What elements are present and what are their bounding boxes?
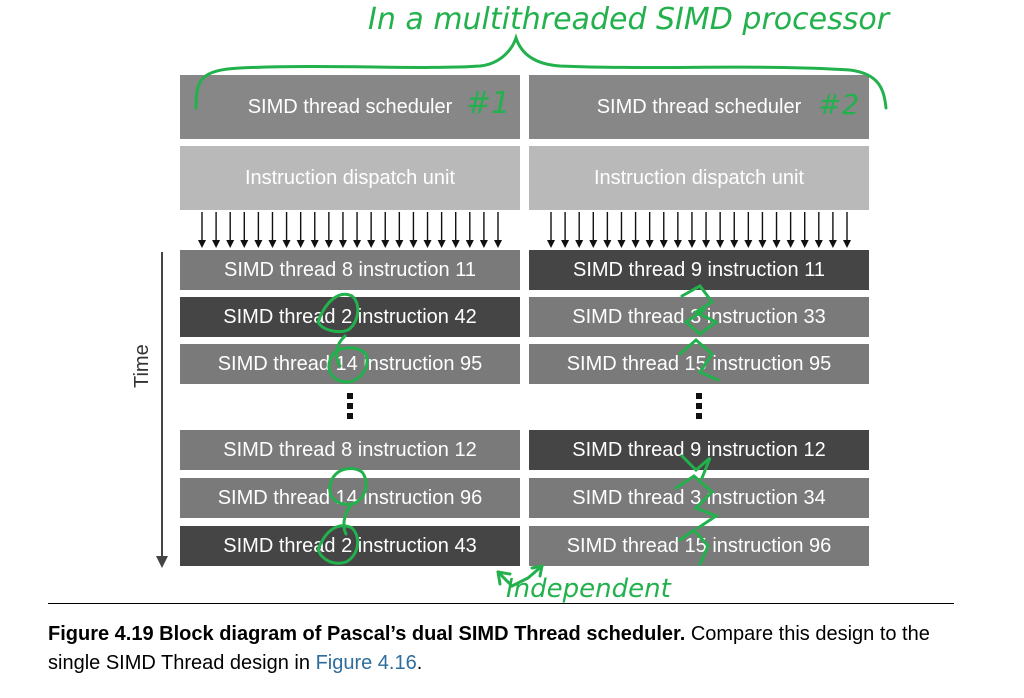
left-row-3: SIMD thread 14 instruction 95 — [180, 344, 520, 384]
left-ellipsis — [347, 393, 353, 423]
right-row-3: SIMD thread 15 instruction 95 — [529, 344, 869, 384]
right-scheduler-label: SIMD thread scheduler — [596, 95, 802, 118]
left-scheduler-mark: #1 — [466, 86, 511, 121]
dispatch-arrowhead — [465, 240, 474, 248]
dispatch-arrowhead — [310, 240, 319, 248]
dispatch-arrowhead — [494, 240, 502, 248]
dispatch-arrowhead — [744, 240, 753, 248]
right-scheduler: SIMD thread scheduler — [529, 75, 869, 139]
left-row-5: SIMD thread 14 instruction 96 — [180, 478, 520, 518]
figure-link[interactable]: Figure 4.16 — [315, 652, 417, 674]
right-row-1-label: SIMD thread 9 instruction 11 — [573, 258, 825, 281]
dispatch-arrowhead — [716, 240, 725, 248]
figure-number: Figure 4.19 — [48, 623, 154, 645]
dispatch-arrowhead — [645, 240, 654, 248]
annotation-bottom: Independent — [506, 574, 671, 604]
right-row-2-label: SIMD thread 3 instruction 33 — [572, 305, 826, 328]
dispatch-arrowhead — [268, 240, 277, 248]
right-row-4: SIMD thread 9 instruction 12 — [529, 430, 869, 470]
right-scheduler-mark: #2 — [818, 88, 860, 121]
dispatch-arrowhead — [673, 240, 682, 248]
dispatch-arrowhead — [338, 240, 347, 248]
left-row-2-label: SIMD thread 2 instruction 42 — [223, 305, 477, 328]
figure-title: Block diagram of Pascal’s dual SIMD Thre… — [159, 623, 686, 645]
right-row-1: SIMD thread 9 instruction 11 — [529, 250, 869, 290]
left-row-1-label: SIMD thread 8 instruction 11 — [224, 258, 476, 281]
dispatch-arrowhead — [437, 240, 446, 248]
independent-double-arrow — [496, 564, 544, 588]
dispatch-arrowhead — [479, 240, 488, 248]
dispatch-arrowhead — [730, 240, 739, 248]
caption-end: . — [416, 652, 423, 674]
right-ellipsis — [696, 393, 702, 423]
left-dispatch-unit: Instruction dispatch unit — [180, 146, 520, 210]
dispatch-arrowhead — [786, 240, 795, 248]
figure-caption: Figure 4.19 Block diagram of Pascal’s du… — [48, 620, 958, 678]
left-row-6-label: SIMD thread 2 instruction 43 — [223, 534, 477, 557]
dispatch-arrowhead — [254, 240, 263, 248]
dispatch-arrowhead — [800, 240, 809, 248]
dispatch-arrowhead — [282, 240, 291, 248]
caption-rule — [48, 603, 954, 604]
handwritten-bracket — [194, 33, 888, 110]
time-axis-arrowhead — [156, 556, 168, 568]
dispatch-arrowhead — [814, 240, 823, 248]
dispatch-arrowhead — [561, 240, 570, 248]
annotation-top: In a multithreaded SIMD processor — [368, 2, 890, 37]
dispatch-arrowhead — [381, 240, 390, 248]
caption-text: Compare this design to the single SIMD T… — [48, 623, 930, 674]
dispatch-arrowhead — [423, 240, 432, 248]
right-row-2: SIMD thread 3 instruction 33 — [529, 297, 869, 337]
right-row-5-label: SIMD thread 3 instruction 34 — [572, 486, 826, 509]
right-thread-marks — [674, 284, 720, 566]
left-scheduler-label: SIMD thread scheduler — [247, 95, 453, 118]
dispatch-arrowhead — [395, 240, 404, 248]
dispatch-arrowhead — [324, 240, 333, 248]
right-row-6: SIMD thread 15 instruction 96 — [529, 526, 869, 566]
dispatch-arrowhead — [843, 240, 851, 248]
dispatch-arrowhead — [617, 240, 626, 248]
left-dispatch-label: Instruction dispatch unit — [244, 166, 456, 189]
left-scheduler: SIMD thread scheduler — [180, 75, 520, 139]
left-row-3-label: SIMD thread 14 instruction 95 — [217, 352, 483, 375]
dispatch-arrowhead — [409, 240, 418, 248]
right-row-5: SIMD thread 3 instruction 34 — [529, 478, 869, 518]
dispatch-arrowhead — [451, 240, 460, 248]
dispatch-arrowhead — [240, 240, 249, 248]
dispatch-arrowhead — [631, 240, 640, 248]
dispatch-arrowhead — [659, 240, 668, 248]
left-row-1: SIMD thread 8 instruction 11 — [180, 250, 520, 290]
dispatch-arrowhead — [367, 240, 376, 248]
right-dispatch-label: Instruction dispatch unit — [593, 166, 805, 189]
dispatch-arrowhead — [758, 240, 767, 248]
dispatch-arrowhead — [226, 240, 235, 248]
left-row-4-label: SIMD thread 8 instruction 12 — [223, 438, 477, 461]
dispatch-arrowhead — [353, 240, 362, 248]
dispatch-arrowhead — [296, 240, 305, 248]
left-row-5-label: SIMD thread 14 instruction 96 — [217, 486, 483, 509]
left-row-6: SIMD thread 2 instruction 43 — [180, 526, 520, 566]
dispatch-arrowhead — [702, 240, 711, 248]
right-dispatch-unit: Instruction dispatch unit — [529, 146, 869, 210]
dispatch-arrowhead — [828, 240, 837, 248]
dispatch-arrowhead — [603, 240, 612, 248]
right-row-6-label: SIMD thread 15 instruction 96 — [566, 534, 832, 557]
right-row-4-label: SIMD thread 9 instruction 12 — [572, 438, 826, 461]
dispatch-arrowhead — [547, 240, 555, 248]
right-row-3-label: SIMD thread 15 instruction 95 — [566, 352, 832, 375]
left-row-4: SIMD thread 8 instruction 12 — [180, 430, 520, 470]
dispatch-arrowhead — [589, 240, 598, 248]
left-thread-circles — [316, 292, 369, 565]
dispatch-arrows — [198, 212, 851, 248]
dispatch-arrowhead — [575, 240, 584, 248]
dispatch-arrowhead — [212, 240, 221, 248]
dispatch-arrowhead — [772, 240, 781, 248]
dispatch-arrowhead — [198, 240, 206, 248]
dispatch-arrowhead — [687, 240, 696, 248]
